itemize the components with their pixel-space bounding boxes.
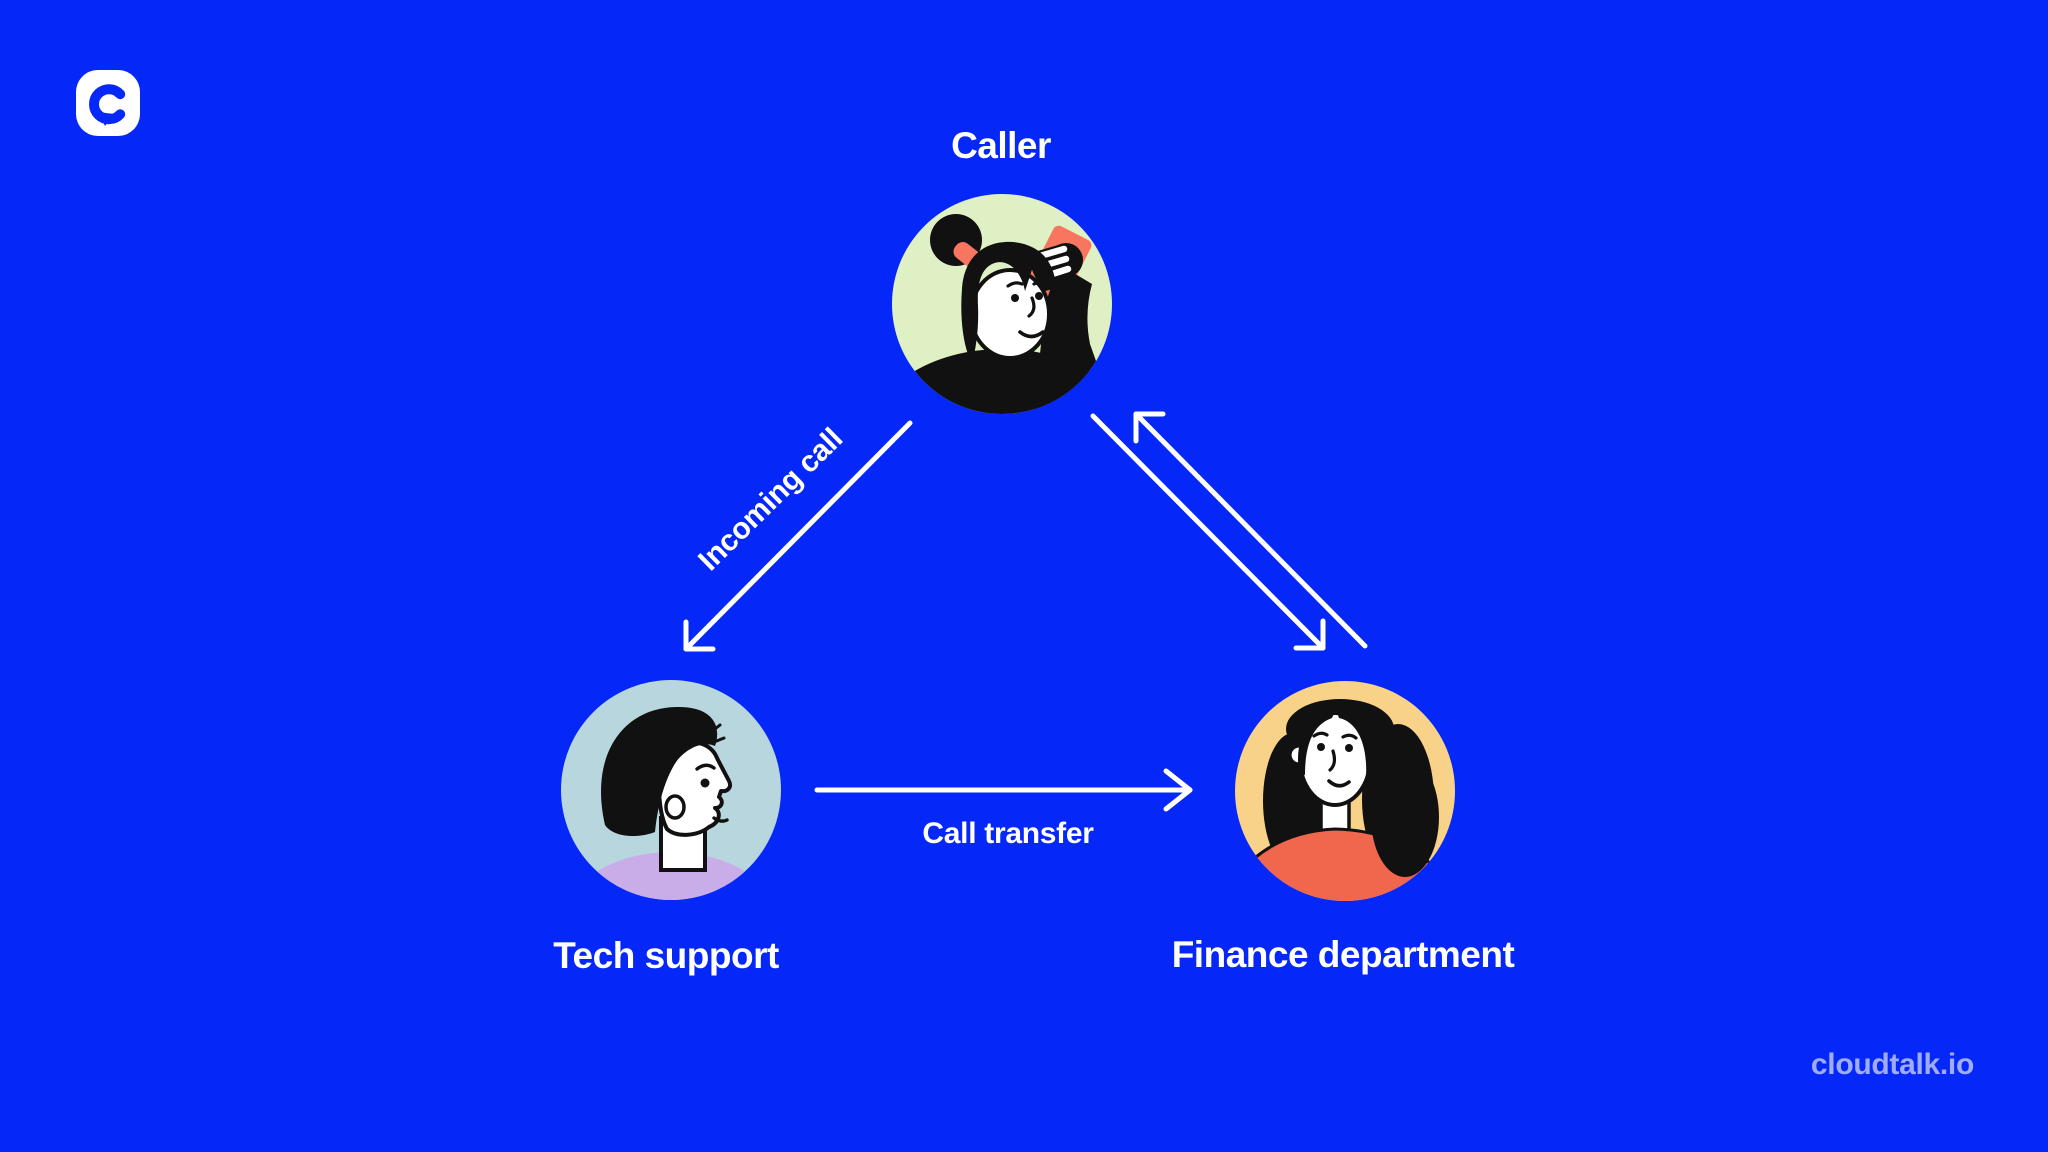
caller-avatar xyxy=(892,194,1112,414)
call-transfer-arrow xyxy=(814,768,1193,812)
caller-label: Caller xyxy=(951,125,1051,166)
call-transfer-label: Call transfer xyxy=(922,817,1094,850)
incoming-call-arrow xyxy=(683,420,913,652)
man-profile-illustration xyxy=(561,680,781,900)
tech-support-label: Tech support xyxy=(553,935,779,976)
tech-support-avatar xyxy=(561,680,781,900)
cloudtalk-logo xyxy=(76,70,140,136)
finance-department-label: Finance department xyxy=(1171,934,1515,975)
caller-to-finance-arrow xyxy=(1090,413,1326,651)
woman-long-hair-illustration xyxy=(1235,681,1455,901)
cloudtalk-logo-icon xyxy=(76,70,140,136)
finance-to-caller-arrow xyxy=(1133,411,1368,649)
woman-with-bun-holding-phone-illustration xyxy=(892,194,1112,414)
footer-brand-text: cloudtalk.io xyxy=(1810,1048,1974,1081)
finance-department-avatar xyxy=(1235,681,1455,901)
